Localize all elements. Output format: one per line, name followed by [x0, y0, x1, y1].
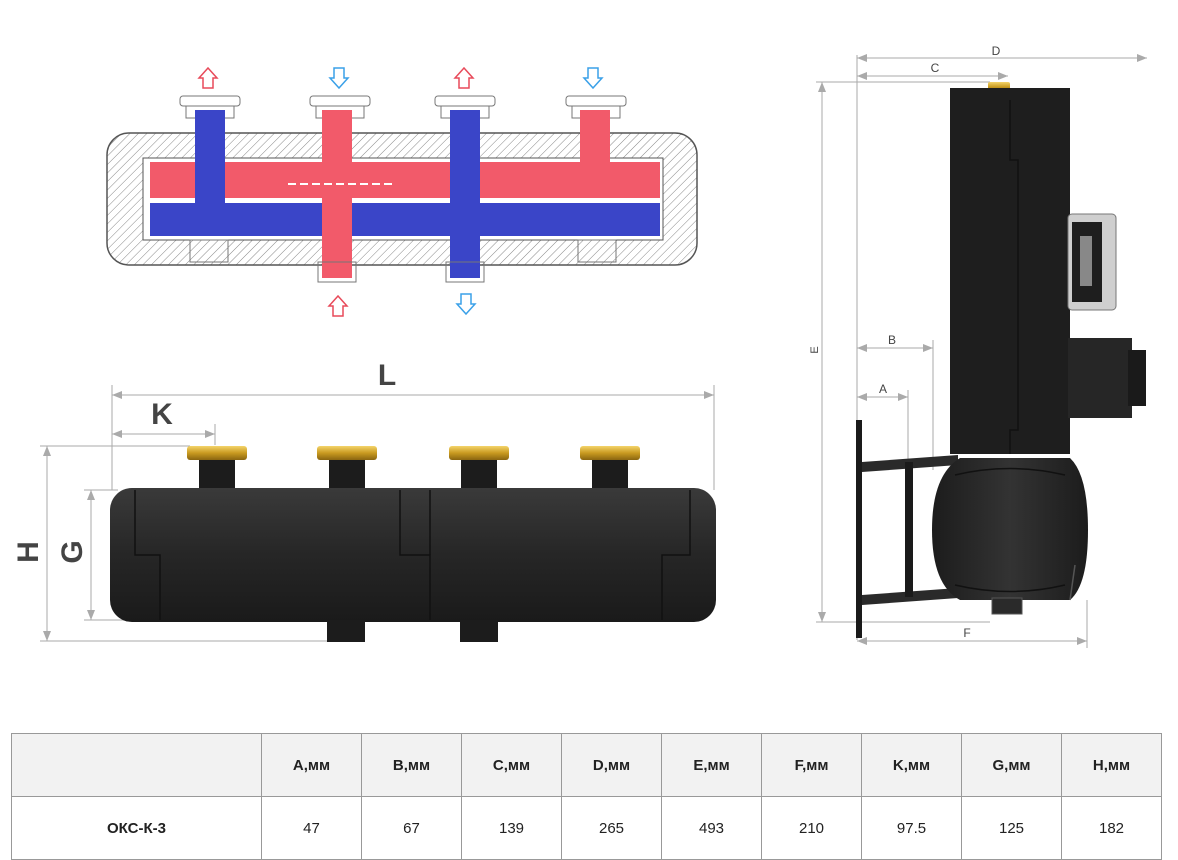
table-header-cell: G,мм	[961, 733, 1062, 797]
separator-tank	[932, 458, 1088, 600]
table-cell: 47	[261, 796, 362, 860]
dim-label-E: E	[809, 346, 821, 353]
dim-label-C: C	[931, 61, 940, 75]
dim-label-L: L	[378, 359, 396, 392]
arrow-down-blue-icon	[328, 67, 350, 90]
table-cell: 125	[961, 796, 1062, 860]
front-view: L K H G	[12, 359, 716, 642]
dim-label-G: G	[56, 540, 89, 563]
table-header-cell: F,мм	[761, 733, 862, 797]
cold-flow-channel	[150, 110, 660, 278]
table-header-cell: B,мм	[361, 733, 462, 797]
table-row: ОКС-К-3 47 67 139 265 493 210 97.5 125 1…	[11, 796, 1162, 860]
table-header-cell: A,мм	[261, 733, 362, 797]
arrow-up-red-icon	[197, 66, 219, 89]
side-view: D C E B A F	[809, 44, 1147, 648]
table-cell-model: ОКС-К-3	[11, 796, 262, 860]
arrow-up-red-icon	[453, 66, 475, 89]
table-cell: 97.5	[861, 796, 962, 860]
dim-label-F: F	[963, 626, 970, 640]
table-cell: 67	[361, 796, 462, 860]
table-cell: 265	[561, 796, 662, 860]
arrow-down-blue-icon	[582, 67, 604, 90]
table-header-row: A,мм B,мм C,мм D,мм E,мм F,мм K,мм G,мм …	[11, 733, 1162, 797]
brass-fittings	[187, 446, 640, 490]
dim-label-A: A	[879, 382, 887, 396]
arrow-down-blue-icon	[455, 293, 477, 316]
table-header-cell: K,мм	[861, 733, 962, 797]
dim-label-H: H	[12, 541, 45, 563]
dim-label-B: B	[888, 333, 896, 347]
table-cell: 182	[1061, 796, 1162, 860]
table-cell: 139	[461, 796, 562, 860]
section-view	[106, 66, 698, 317]
table-cell: 210	[761, 796, 862, 860]
table-header-cell: H,мм	[1061, 733, 1162, 797]
arrow-up-red-icon	[327, 294, 349, 317]
dim-label-D: D	[992, 44, 1001, 58]
table-header-cell: E,мм	[661, 733, 762, 797]
dim-label-K: K	[151, 398, 173, 431]
table-header-cell	[11, 733, 262, 797]
technical-drawing: L K H G	[12, 44, 1147, 648]
table-header-cell: C,мм	[461, 733, 562, 797]
dimensions-table: A,мм B,мм C,мм D,мм E,мм F,мм K,мм G,мм …	[11, 733, 1162, 860]
table-cell: 493	[661, 796, 762, 860]
table-header-cell: D,мм	[561, 733, 662, 797]
